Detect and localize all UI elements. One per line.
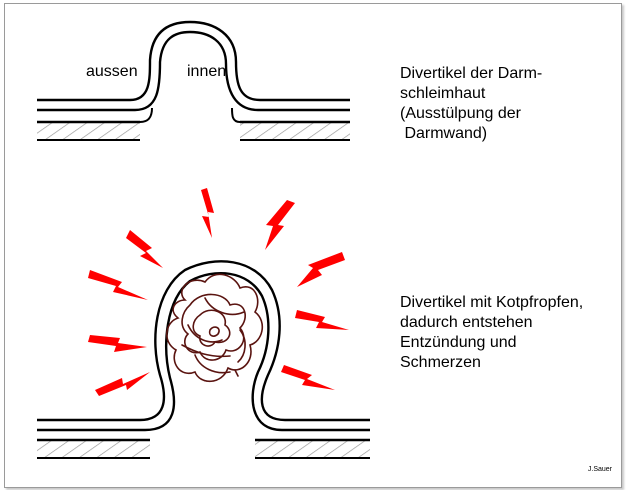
- pain-bolt-icon: [88, 335, 147, 352]
- bottom-wall-right-hatch: [255, 440, 370, 458]
- pain-bolt-icon: [95, 372, 150, 396]
- top-wall-left-hatch: [37, 122, 140, 140]
- caption-diverticulum: Divertikel der Darm- schleimhaut (Ausstü…: [400, 64, 542, 144]
- pain-bolt-icon: [88, 270, 148, 300]
- top-neck-right: [232, 108, 240, 122]
- top-mucosa-outer: [37, 22, 350, 100]
- pain-bolt-icon: [297, 252, 345, 287]
- pain-bolt-icon: [201, 188, 214, 238]
- label-inside: innen: [187, 62, 226, 82]
- author-credit: J.Sauer: [588, 466, 612, 473]
- pain-bolt-icon: [281, 365, 335, 390]
- bottom-mucosa-inner: [37, 273, 370, 430]
- label-outside: aussen: [86, 62, 138, 82]
- pain-bolt-icon: [295, 310, 349, 330]
- pain-bolts: [88, 188, 349, 396]
- caption-diverticulum-with-plug: Divertikel mit Kotpfropfen, dadurch ents…: [400, 293, 583, 373]
- pain-bolt-icon: [126, 230, 163, 268]
- pain-bolt-icon: [265, 200, 295, 250]
- bottom-diverticulum: [37, 261, 370, 458]
- bottom-wall-left-hatch: [37, 440, 150, 458]
- top-wall-right-hatch: [240, 122, 350, 140]
